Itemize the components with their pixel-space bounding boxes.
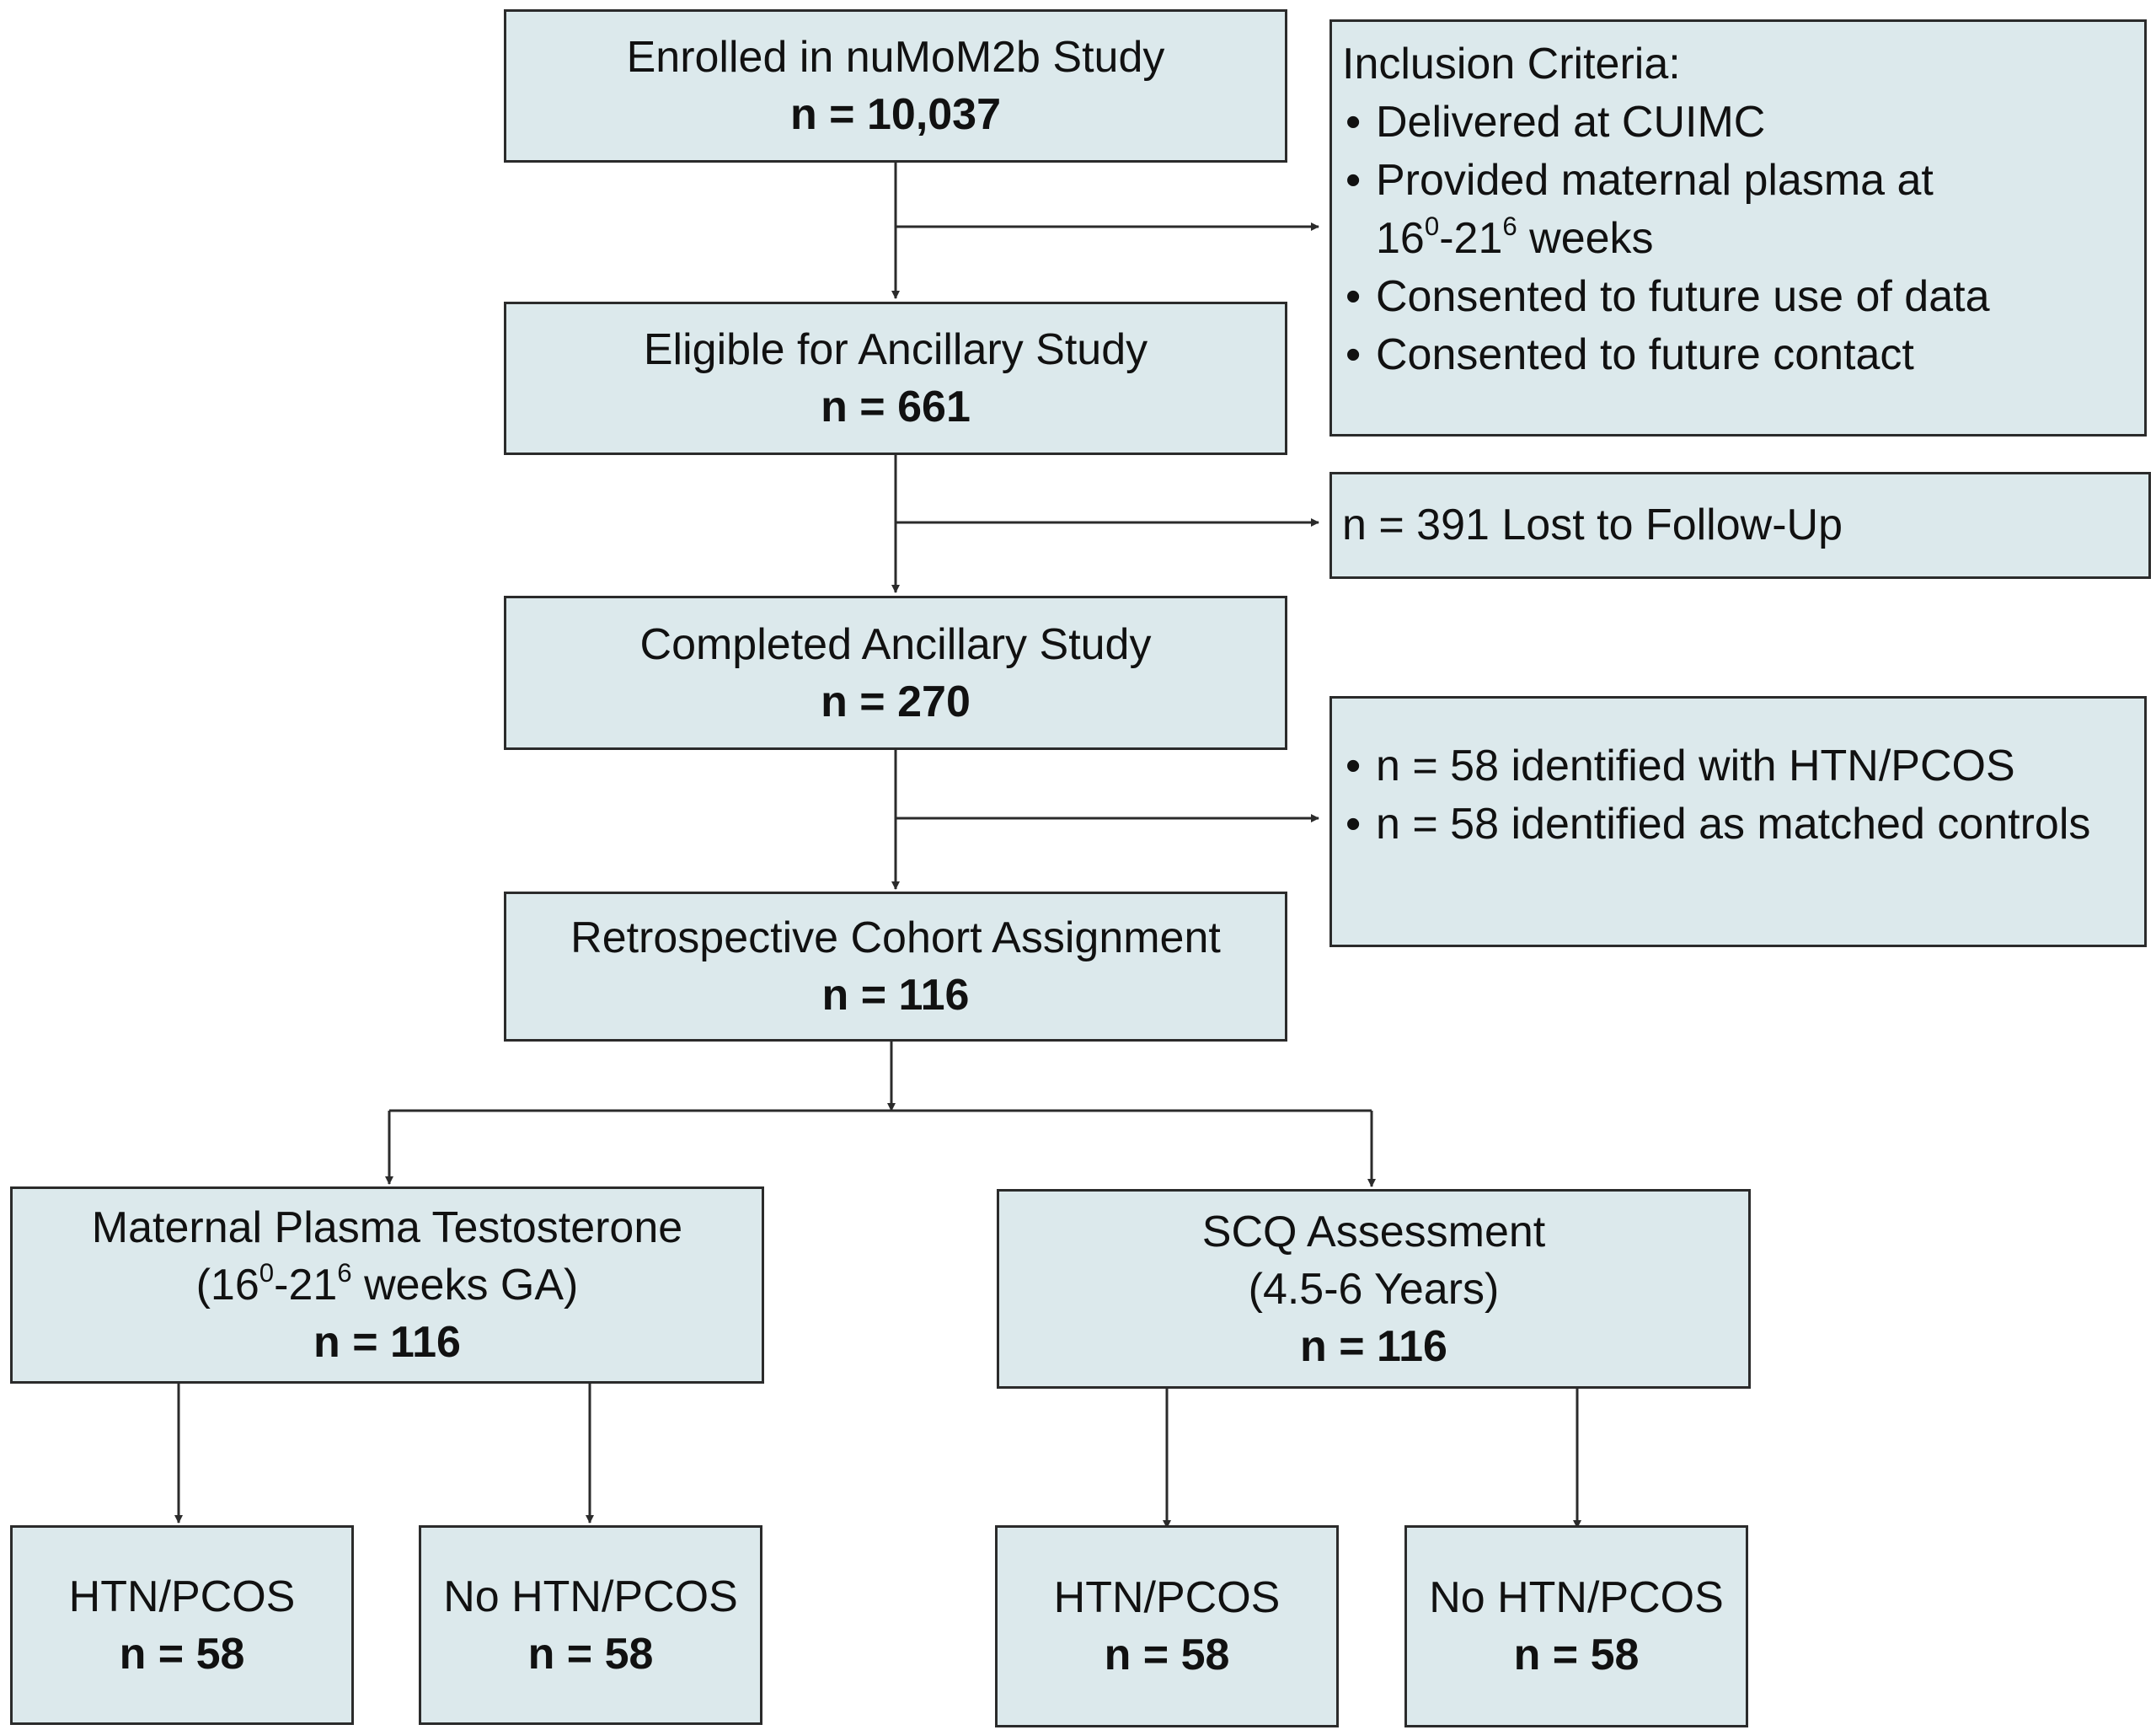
box-eligible: Eligible for Ancillary Study n = 661 (504, 302, 1287, 455)
box-scq-htn-title: HTN/PCOS (1053, 1573, 1281, 1622)
box-testosterone-no-htn-title: No HTN/PCOS (443, 1572, 738, 1621)
box-testosterone-title: Maternal Plasma Testosterone (91, 1203, 683, 1252)
box-scq-count: n = 116 (1300, 1321, 1447, 1371)
box-scq-no-htn-count: n = 58 (1513, 1631, 1640, 1679)
box-completed: Completed Ancillary Study n = 270 (504, 596, 1287, 750)
box-scq-no-htn-title: No HTN/PCOS (1429, 1573, 1724, 1622)
box-testosterone-count: n = 116 (313, 1318, 461, 1367)
box-scq-htn: HTN/PCOS n = 58 (995, 1525, 1339, 1727)
box-lost-to-follow-up: n = 391 Lost to Follow-Up (1329, 472, 2151, 579)
box-scq-subtitle: (4.5-6 Years) (1248, 1264, 1500, 1314)
box-identified: n = 58 identified with HTN/PCOS n = 58 i… (1329, 696, 2147, 947)
box-testosterone-htn-title: HTN/PCOS (68, 1572, 296, 1621)
box-testosterone-htn-count: n = 58 (119, 1629, 245, 1679)
box-retrospective-title: Retrospective Cohort Assignment (570, 913, 1221, 962)
box-eligible-count: n = 661 (821, 383, 971, 431)
box-scq-title: SCQ Assessment (1201, 1207, 1546, 1256)
inclusion-item: Delivered at CUIMC (1342, 94, 2134, 152)
box-completed-title: Completed Ancillary Study (639, 619, 1152, 669)
box-scq-htn-count: n = 58 (1104, 1631, 1230, 1679)
box-retrospective: Retrospective Cohort Assignment n = 116 (504, 892, 1287, 1042)
identified-item: n = 58 identified with HTN/PCOS (1342, 737, 2134, 795)
box-inclusion-criteria: Inclusion Criteria: Delivered at CUIMC P… (1329, 19, 2147, 437)
box-testosterone-no-htn-count: n = 58 (527, 1629, 654, 1679)
lost-text: n = 391 Lost to Follow-Up (1342, 501, 1843, 549)
box-testosterone-subtitle: (160-216 weeks GA) (195, 1257, 579, 1310)
box-enrolled-count: n = 10,037 (789, 90, 1002, 139)
identified-item: n = 58 identified as matched controls (1342, 795, 2134, 854)
inclusion-list: Delivered at CUIMC Provided maternal pla… (1342, 94, 2134, 384)
inclusion-item: Consented to future use of data (1342, 268, 2134, 326)
identified-list: n = 58 identified with HTN/PCOS n = 58 i… (1342, 737, 2134, 854)
box-scq: SCQ Assessment (4.5-6 Years) n = 116 (997, 1189, 1751, 1389)
box-eligible-title: Eligible for Ancillary Study (643, 325, 1148, 374)
box-scq-no-htn: No HTN/PCOS n = 58 (1404, 1525, 1748, 1727)
box-testosterone-htn: HTN/PCOS n = 58 (10, 1525, 354, 1725)
box-testosterone-no-htn: No HTN/PCOS n = 58 (419, 1525, 762, 1725)
box-enrolled-title: Enrolled in nuMoM2b Study (626, 33, 1165, 82)
box-retrospective-count: n = 116 (821, 971, 970, 1020)
inclusion-item: Consented to future contact (1342, 326, 2134, 384)
box-completed-count: n = 270 (821, 677, 971, 726)
inclusion-heading: Inclusion Criteria: (1342, 40, 1681, 88)
box-testosterone: Maternal Plasma Testosterone (160-216 we… (10, 1186, 764, 1384)
box-enrolled: Enrolled in nuMoM2b Study n = 10,037 (504, 9, 1287, 163)
